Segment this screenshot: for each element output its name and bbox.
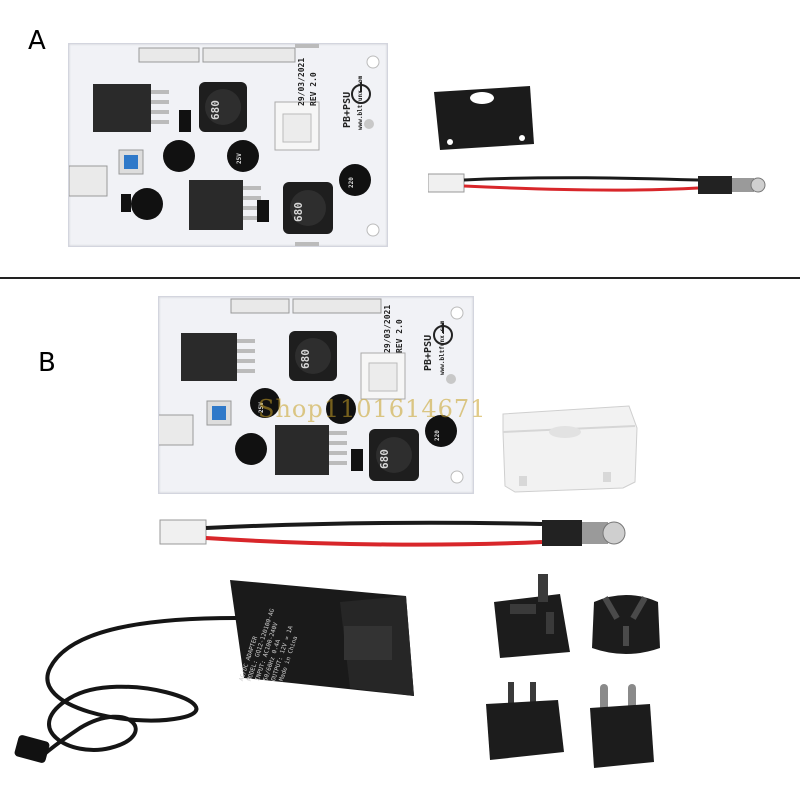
inductor-label-a2: 680	[292, 202, 305, 222]
cap-label-a: 25V	[236, 153, 243, 164]
cap-label-b2: 220	[434, 430, 441, 441]
black-bracket	[430, 82, 540, 158]
inductor-label-b2: 680	[378, 449, 391, 469]
date-silk-b: 29/03/2021	[383, 304, 392, 353]
plug-au	[586, 582, 666, 666]
plug-uk	[490, 572, 576, 666]
adapter-label: AC/DC ADAPTER MODEL: GQ12-120100-AG INPU…	[238, 600, 338, 690]
rev-silk-a: REV 2.0	[309, 72, 318, 106]
power-cable-b	[152, 508, 652, 574]
url-silk-b: www.bltfunx.com	[439, 320, 446, 375]
plug-us	[482, 680, 568, 770]
inductor-label-b: 680	[299, 349, 312, 369]
date-silk-a: 29/03/2021	[297, 57, 306, 106]
url-silk-a: www.bltfunx.com	[357, 75, 364, 130]
cap-label-a2: 220	[348, 177, 355, 188]
inductor-label-a: 680	[209, 100, 222, 120]
pcb-components-a	[69, 44, 380, 246]
panel-label-b: B	[38, 348, 56, 378]
panel-divider	[0, 277, 800, 279]
brand-silk-a: PB+PSU	[342, 91, 353, 128]
pcb-board-b: 680 680 29/03/2021 REV 2.0 PB+PSU www.bl…	[158, 296, 474, 494]
watermark-text: Shop1101614671	[258, 395, 487, 423]
power-cable-a	[427, 160, 768, 224]
ac-adapter-with-cord	[10, 578, 430, 792]
panel-label-a: A	[28, 26, 46, 56]
rev-silk-b: REV 2.0	[395, 319, 404, 353]
plug-eu	[584, 680, 660, 776]
pcb-components-b	[159, 298, 464, 484]
brand-silk-b: PB+PSU	[423, 334, 434, 371]
white-bracket	[495, 402, 645, 502]
pcb-board-a: 680 680 29/03/2021 REV 2.0 PB+PSU www.bl…	[68, 43, 388, 247]
